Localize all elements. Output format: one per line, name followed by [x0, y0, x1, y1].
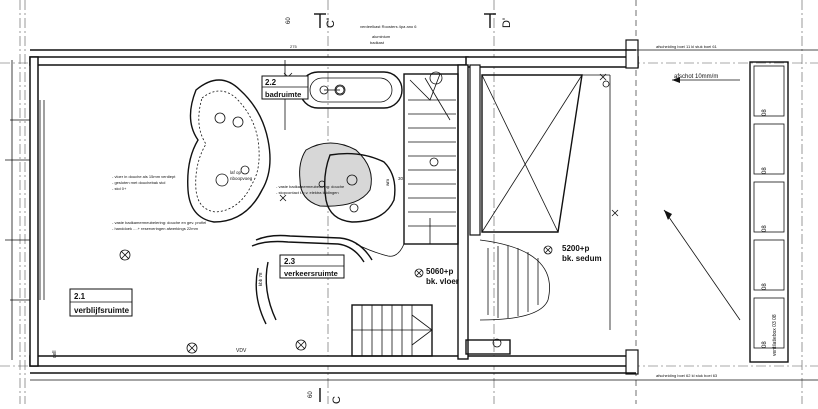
- vent-label: VDV: [236, 348, 247, 354]
- section-marker-d-top: D': [484, 13, 513, 28]
- module-label: ventilatiebox 03 08: [772, 314, 778, 356]
- rail-bottom-note: afscheiding boei 62 kl stuk boei 63: [656, 373, 718, 378]
- stair-upper: [403, 73, 459, 245]
- partition-note: - vaste badkamermeubelering: douche en g…: [112, 220, 206, 225]
- fixture-note: - vaste badkamermeubelering: douche: [276, 184, 345, 189]
- level-floor: 5060+p bk. vloer: [426, 267, 459, 286]
- wall-left-label: kbb 78: [258, 272, 263, 286]
- svg-text:08: 08: [762, 341, 768, 348]
- wm-label: wm: [385, 179, 390, 186]
- module-column: 08 08 08 08 08: [749, 61, 789, 363]
- svg-text:C': C': [325, 18, 337, 28]
- badkast-note: aluminium: [372, 34, 391, 39]
- section-marker-c-bottom: C: [319, 388, 343, 404]
- dim-60-top: 60: [286, 17, 292, 24]
- shower-note-2: - gesloten met douchebak stol: [112, 180, 165, 185]
- svg-text:verkeersruimte: verkeersruimte: [284, 269, 338, 278]
- badkast-note-2: badkast: [370, 40, 385, 45]
- shower-note: - vloer in douche als 15mm verdiept: [112, 174, 176, 179]
- dim-275: 275: [290, 44, 297, 49]
- svg-text:08: 08: [762, 225, 768, 232]
- top-pipe-note: verdeelkast Roosters 4pa ano 6: [360, 24, 417, 29]
- outer-walls: [29, 39, 818, 381]
- floor-small-label: cell: [52, 350, 58, 358]
- level-sedum: 5200+p bk. sedum: [562, 244, 602, 263]
- hoofd-label: 30: [398, 176, 404, 181]
- svg-text:bk. vloer: bk. vloer: [426, 277, 459, 286]
- svg-text:08: 08: [762, 167, 768, 174]
- svg-text:verblijfsruimte: verblijfsruimte: [74, 306, 130, 315]
- room-label-2-3: 2.3 verkeersruimte: [279, 254, 345, 279]
- room-label-2-2: 2.2 badruimte: [261, 75, 309, 100]
- annotations: afschot 10mm/m verdeelkast Roosters 4pa …: [52, 17, 778, 398]
- svg-text:2.1: 2.1: [74, 292, 86, 301]
- fixture-note-2: - stopcontact t.b.v. elektra leidingen: [276, 190, 339, 195]
- cabinet-note: laf op: [230, 170, 242, 175]
- partition-note-2: - handdoek ....+ reserveringen afwerking…: [112, 226, 199, 231]
- afschot-note: afschot 10mm/m: [674, 74, 718, 80]
- svg-text:5060+p: 5060+p: [426, 267, 453, 276]
- left-wall-detail: [5, 60, 45, 360]
- svg-text:08: 08: [762, 109, 768, 116]
- svg-text:2.2: 2.2: [265, 78, 277, 87]
- stair-lower: [351, 304, 433, 357]
- partition-walls: [251, 234, 405, 325]
- room-label-2-1: 2.1 verblijfsruimte: [69, 288, 133, 317]
- svg-text:badruimte: badruimte: [265, 90, 301, 99]
- roof-light: [465, 74, 611, 355]
- svg-text:C: C: [331, 396, 343, 404]
- cabinet-note-2: nboopvoeg: [230, 176, 253, 181]
- rail-top-note: afscheiding boei 11 kl stuk boei 61: [656, 44, 718, 49]
- shower-note-3: - stol 0+: [112, 186, 127, 191]
- svg-text:2.3: 2.3: [284, 257, 296, 266]
- svg-text:5200+p: 5200+p: [562, 244, 589, 253]
- symbols: [119, 71, 619, 354]
- shower-pod: [299, 142, 396, 223]
- section-marker-c-top: C': [314, 13, 337, 28]
- svg-text:bk. sedum: bk. sedum: [562, 254, 602, 263]
- svg-text:D': D': [501, 18, 513, 28]
- dim-60-bottom: 60: [308, 391, 314, 398]
- slope-arrows: [663, 77, 741, 321]
- curved-cabinet: [187, 79, 271, 223]
- svg-text:08: 08: [762, 283, 768, 290]
